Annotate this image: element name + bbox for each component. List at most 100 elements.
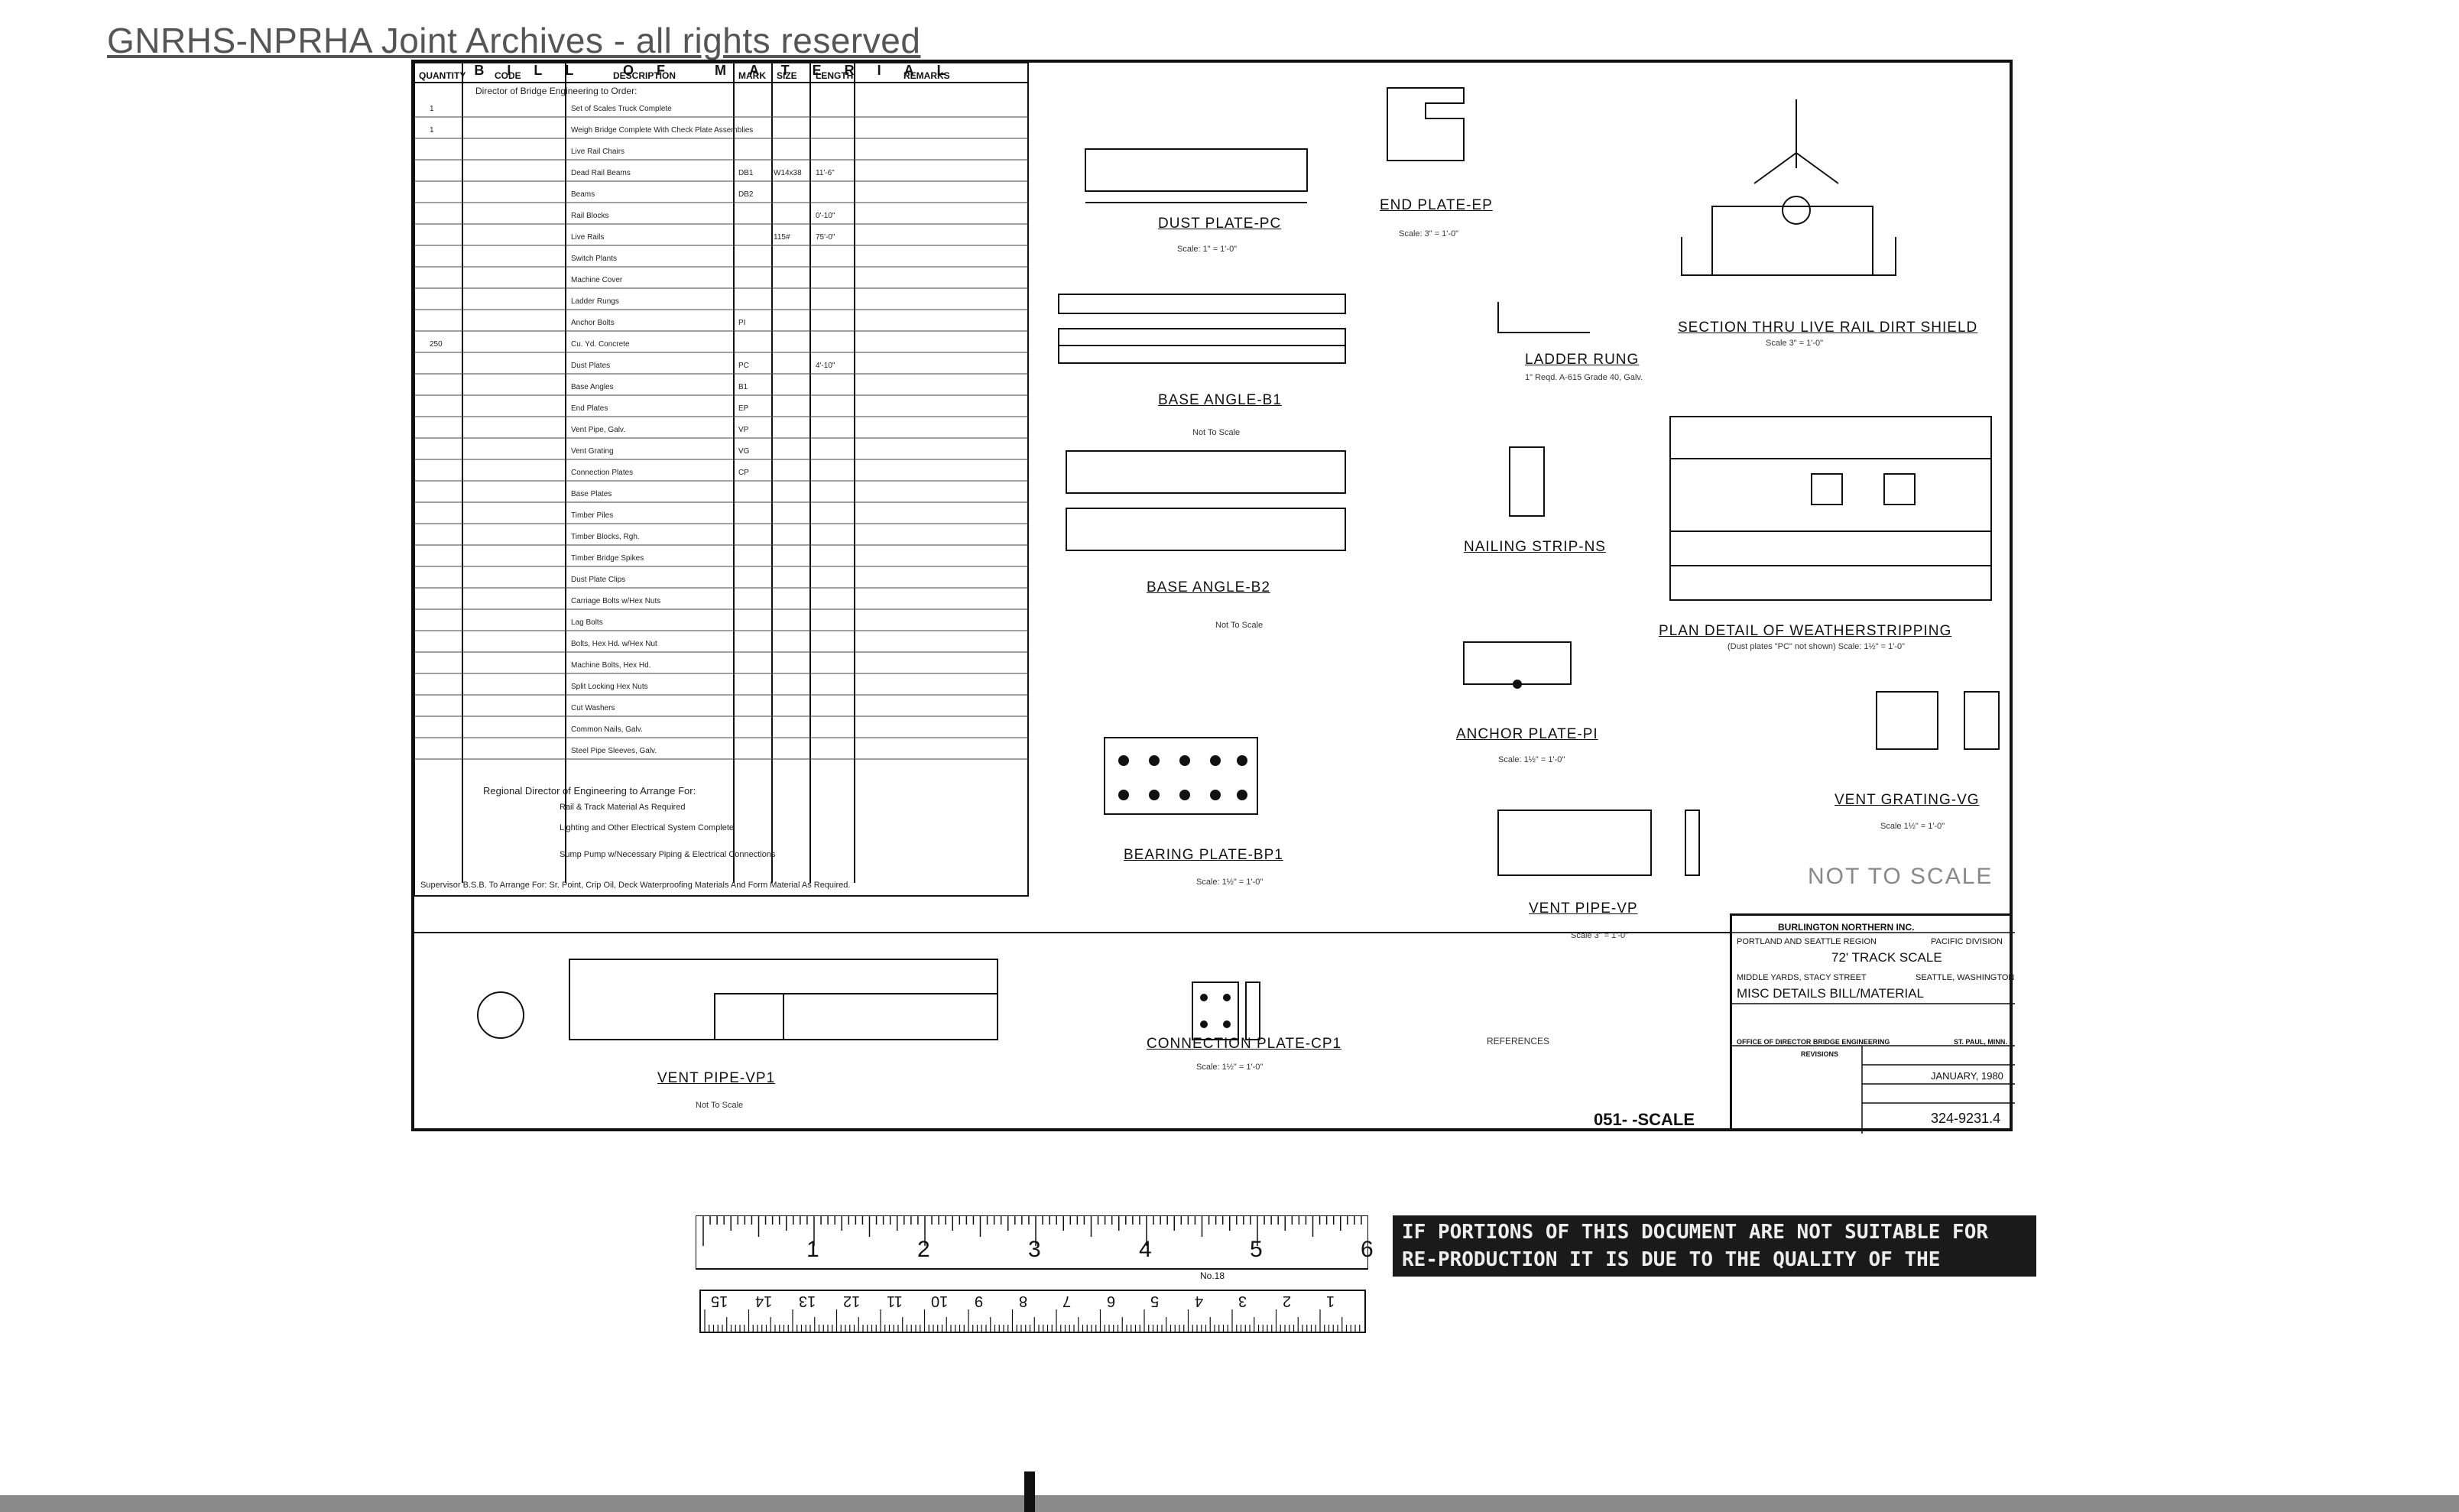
bom-cell-description: Bolts, Hex Hd. w/Hex Nut [571, 640, 657, 648]
bom-cell-length: 4'-10" [816, 362, 835, 370]
plan-weatherstripping-title: PLAN DETAIL OF WEATHERSTRIPPING [1659, 623, 1952, 639]
bom-cell-description: Switch Plants [571, 255, 618, 263]
title-company: BURLINGTON NORTHERN INC. [1778, 922, 1915, 933]
connection-plate-title: CONNECTION PLATE-CP1 [1147, 1036, 1342, 1052]
bom-cell-description: Dead Rail Beams [571, 169, 631, 177]
title-office: OFFICE OF DIRECTOR BRIDGE ENGINEERING [1737, 1038, 1890, 1046]
bom-regional-note: Regional Director of Engineering to Arra… [483, 785, 696, 797]
ruler-bottom-number: 9 [975, 1293, 984, 1309]
ruler-bottom-number: 3 [1238, 1293, 1247, 1309]
ruler-top-number: 4 [1139, 1237, 1152, 1262]
bom-header-remarks: REMARKS [903, 70, 950, 81]
section-note: Scale 3" = 1'-0" [1766, 339, 1824, 348]
bom-cell-length: 0'-10" [816, 212, 835, 220]
bom-cell-description: Dust Plates [571, 362, 611, 370]
title-location-right: SEATTLE, WASHINGTON [1916, 973, 2015, 982]
bom-cell-length: 75'-0" [816, 233, 835, 242]
dust-plate-title: DUST PLATE-PC [1158, 216, 1282, 232]
bom-cell-description: Rail Blocks [571, 212, 609, 220]
bom-cell-mark: PI [738, 319, 746, 327]
bom-cell-description: Timber Blocks, Rgh. [571, 533, 640, 541]
bom-cell-description: Base Plates [571, 490, 612, 498]
end-plate-title: END PLATE-EP [1380, 197, 1493, 213]
connection-plate-note: Scale: 1½" = 1'-0" [1196, 1063, 1264, 1072]
title-city: ST. PAUL, MINN. [1954, 1038, 2007, 1046]
bom-cell-description: Timber Piles [571, 511, 614, 520]
bom-header-size: SIZE [777, 70, 797, 81]
title-location-left: MIDDLE YARDS, STACY STREET [1737, 973, 1867, 982]
ruler-bottom-number: 8 [1018, 1293, 1027, 1309]
bearing-plate-note: Scale: 1½" = 1'-0" [1196, 878, 1264, 887]
base-angle-b2-title: BASE ANGLE-B2 [1147, 579, 1270, 595]
ruler-top-number: 2 [917, 1237, 930, 1262]
bom-cell-description: Machine Cover [571, 276, 623, 284]
ruler-top-number: 3 [1028, 1237, 1041, 1262]
bom-header-length: LENGTH [816, 70, 854, 81]
bom-cell-description: Weigh Bridge Complete With Check Plate A… [571, 126, 754, 135]
title-drawing-number: 324-9231.4 [1931, 1111, 2001, 1126]
ruler-top-number: 5 [1250, 1237, 1263, 1262]
ruler-bottom-number: 12 [842, 1293, 860, 1309]
ruler-bottom-number: 7 [1062, 1293, 1072, 1309]
ruler-bottom-number: 13 [799, 1293, 816, 1309]
ladder-rung-note: 1" Reqd. A-615 Grade 40, Galv. [1525, 373, 1643, 382]
bom-cell-description: Lag Bolts [571, 618, 603, 627]
anchor-plate-note: Scale: 1½" = 1'-0" [1498, 755, 1565, 764]
ruler-top-number: 6 [1361, 1237, 1374, 1262]
bom-cell-mark: B1 [738, 383, 748, 391]
bom-cell-description: Vent Pipe, Galv. [571, 426, 625, 434]
bom-cell-description: Cu. Yd. Concrete [571, 340, 630, 349]
archive-watermark: GNRHS-NPRHA Joint Archives - all rights … [107, 21, 921, 60]
bom-cell-description: Anchor Bolts [571, 319, 615, 327]
end-plate-note: Scale: 3" = 1'-0" [1399, 229, 1459, 238]
title-block: BURLINGTON NORTHERN INC. PORTLAND AND SE… [1730, 913, 2015, 1134]
ladder-rung-title: LADDER RUNG [1525, 352, 1640, 368]
title-division: PACIFIC DIVISION [1931, 937, 2003, 946]
title-date: JANUARY, 1980 [1931, 1070, 2003, 1082]
bom-regional-item: Sump Pump w/Necessary Piping & Electrica… [560, 850, 776, 859]
bom-cell-mark: VG [738, 447, 750, 456]
bom-cell-description: Live Rails [571, 233, 605, 242]
bom-cell-description: Vent Grating [571, 447, 614, 456]
vent-grating-note: Scale 1½" = 1'-0" [1880, 822, 1945, 831]
bom-regional-item: Lighting and Other Electrical System Com… [560, 823, 735, 832]
bom-cell-mark: PC [738, 362, 749, 370]
bom-header-description: DESCRIPTION [613, 70, 676, 81]
ruler-graphic [695, 1215, 1369, 1333]
nailing-strip-title: NAILING STRIP-NS [1464, 539, 1606, 555]
bom-cell-description: Ladder Rungs [571, 297, 619, 306]
vent-pipe-vp-title: VENT PIPE-VP [1529, 900, 1638, 917]
base-angle-b2-note: Not To Scale [1215, 621, 1264, 630]
reproduction-notice: IF PORTIONS OF THIS DOCUMENT ARE NOT SUI… [1393, 1215, 2036, 1277]
bom-cell-mark: VP [738, 426, 749, 434]
ruler-bottom-number: 15 [711, 1293, 728, 1309]
bom-cell-description: Live Rail Chairs [571, 148, 625, 156]
title-block-lines [1732, 932, 2015, 1134]
vent-pipe-vp1-note: Not To Scale [696, 1101, 744, 1110]
base-angle-b1-note: Not To Scale [1192, 428, 1241, 437]
bom-cell-quantity: 250 [430, 340, 443, 349]
ruler-bottom-number: 11 [887, 1293, 903, 1309]
title-sheet-title: MISC DETAILS BILL/MATERIAL [1737, 986, 1924, 1001]
bom-cell-size: W14x38 [774, 169, 802, 177]
bom-cell-description: Steel Pipe Sleeves, Galv. [571, 747, 657, 755]
bom-cell-description: End Plates [571, 404, 608, 413]
not-to-scale-stamp: NOT TO SCALE [1808, 864, 1993, 889]
bom-cell-description: Timber Bridge Spikes [571, 554, 644, 563]
bom-header-code: CODE [495, 70, 521, 81]
bom-cell-size: 115# [774, 233, 790, 242]
bom-cell-description: Machine Bolts, Hex Hd. [571, 661, 651, 670]
scale-reference: 051- -SCALE [1594, 1110, 1695, 1129]
ruler-bottom-number: 10 [930, 1293, 948, 1309]
bom-cell-mark: EP [738, 404, 749, 413]
bom-regional-item: Rail & Track Material As Required [560, 803, 686, 812]
section-title: SECTION THRU LIVE RAIL DIRT SHIELD [1678, 320, 1978, 336]
bom-cell-description: Common Nails, Galv. [571, 725, 643, 734]
bom-cell-quantity: 1 [430, 126, 434, 135]
bom-subtitle: Director of Bridge Engineering to Order: [475, 86, 637, 96]
bom-cell-description: Split Locking Hex Nuts [571, 683, 648, 691]
title-region: PORTLAND AND SEATTLE REGION [1737, 937, 1877, 946]
bom-cell-description: Connection Plates [571, 469, 634, 477]
